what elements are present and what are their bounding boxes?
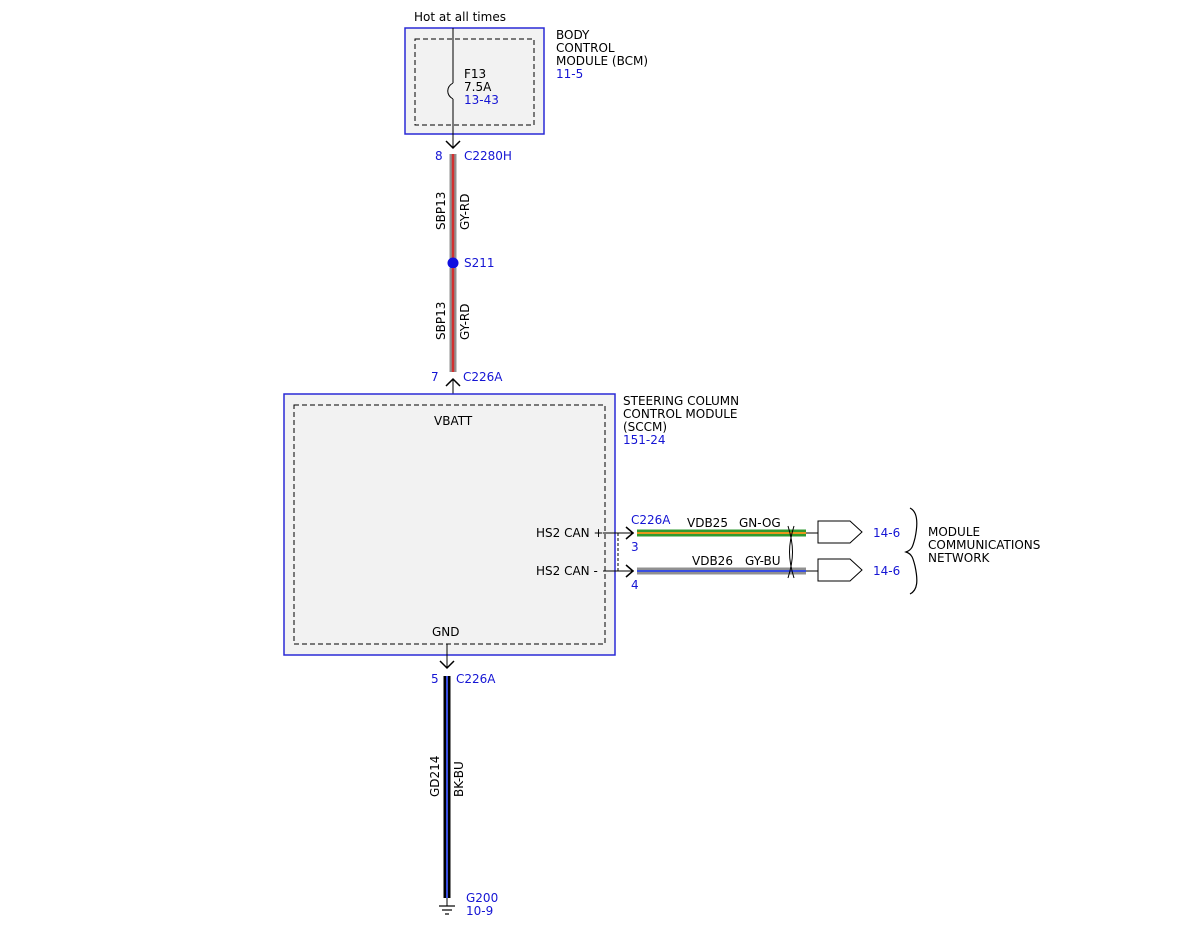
wire-vdb26-color: GY-BU: [745, 554, 781, 568]
connector-c226a-can-name[interactable]: C226A: [631, 513, 671, 527]
fuse-rating: 7.5A: [464, 80, 492, 94]
connector-c2280h-pin: 8: [435, 149, 443, 163]
fuse-ref[interactable]: 13-43: [464, 93, 499, 107]
wire-gnd-color: BK-BU: [452, 761, 466, 797]
network-brace-icon: [904, 507, 918, 595]
sccm-vbatt-label: VBATT: [434, 414, 473, 428]
can-plus-continuation-arrow-icon[interactable]: [817, 520, 863, 544]
wire-vdb26-circuit: VDB26: [692, 554, 733, 568]
network-name-line2: COMMUNICATIONS: [928, 538, 1040, 552]
sccm-internal-boundary: [293, 404, 606, 645]
ground-g200-name[interactable]: G200: [466, 891, 498, 905]
connector-c226a-gnd-icon[interactable]: [439, 660, 455, 670]
splice-s211-icon[interactable]: [447, 257, 459, 269]
wire-gnd-circuit: GD214: [428, 756, 442, 797]
connector-c226a-pin-plus: 3: [631, 540, 639, 554]
ground-g200-icon[interactable]: [439, 898, 455, 915]
network-name-line3: NETWORK: [928, 551, 991, 565]
can-plus-ref[interactable]: 14-6: [873, 526, 900, 540]
sccm-name-line2: CONTROL MODULE: [623, 407, 738, 421]
wire-lower-color: GY-RD: [458, 303, 472, 340]
sccm-module[interactable]: [283, 393, 616, 656]
wire-vdb25-color: GN-OG: [739, 516, 781, 530]
bcm-module[interactable]: [404, 27, 545, 135]
fuse-icon[interactable]: [447, 82, 454, 100]
fuse-name: F13: [464, 67, 486, 81]
sccm-ref[interactable]: 151-24: [623, 433, 666, 447]
can-minus-ref[interactable]: 14-6: [873, 564, 900, 578]
sccm-name-line3: (SCCM): [623, 420, 667, 434]
connector-c2280h-icon[interactable]: [445, 140, 461, 150]
sccm-module-outline: [283, 393, 616, 656]
sccm-can-plus-label: HS2 CAN +: [536, 526, 604, 540]
bcm-name-line3: MODULE (BCM): [556, 54, 648, 68]
ground-g200-ref[interactable]: 10-9: [466, 904, 493, 918]
connector-c226a-gnd-pin: 5: [431, 672, 439, 686]
bcm-ref[interactable]: 11-5: [556, 67, 583, 81]
twisted-pair-icon: [787, 525, 795, 579]
bcm-name-line2: CONTROL: [556, 41, 615, 55]
sccm-can-minus-label: HS2 CAN -: [536, 564, 598, 578]
connector-c226a-gnd-name[interactable]: C226A: [456, 672, 496, 686]
bcm-module-outline: [404, 27, 545, 135]
connector-c2280h-name[interactable]: C2280H: [464, 149, 512, 163]
supply-label: Hot at all times: [414, 10, 506, 24]
splice-s211-name[interactable]: S211: [464, 256, 495, 270]
can-minus-continuation-arrow-icon[interactable]: [817, 558, 863, 582]
bcm-internal-boundary: [414, 38, 535, 126]
sccm-gnd-label: GND: [432, 625, 460, 639]
network-name-line1: MODULE: [928, 525, 980, 539]
wire-vdb25-circuit: VDB25: [687, 516, 728, 530]
connector-c226a-pin-minus: 4: [631, 578, 639, 592]
connector-c226a-can-minus-icon[interactable]: [625, 564, 635, 578]
connector-c226a-top-pin: 7: [431, 370, 439, 384]
connector-c226a-top-name[interactable]: C226A: [463, 370, 503, 384]
wire-upper-circuit: SBP13: [434, 192, 448, 230]
wire-lower-circuit: SBP13: [434, 302, 448, 340]
sccm-name-line1: STEERING COLUMN: [623, 394, 739, 408]
wire-upper-color: GY-RD: [458, 193, 472, 230]
connector-c226a-can-plus-icon[interactable]: [625, 526, 635, 540]
bcm-name-line1: BODY: [556, 28, 590, 42]
